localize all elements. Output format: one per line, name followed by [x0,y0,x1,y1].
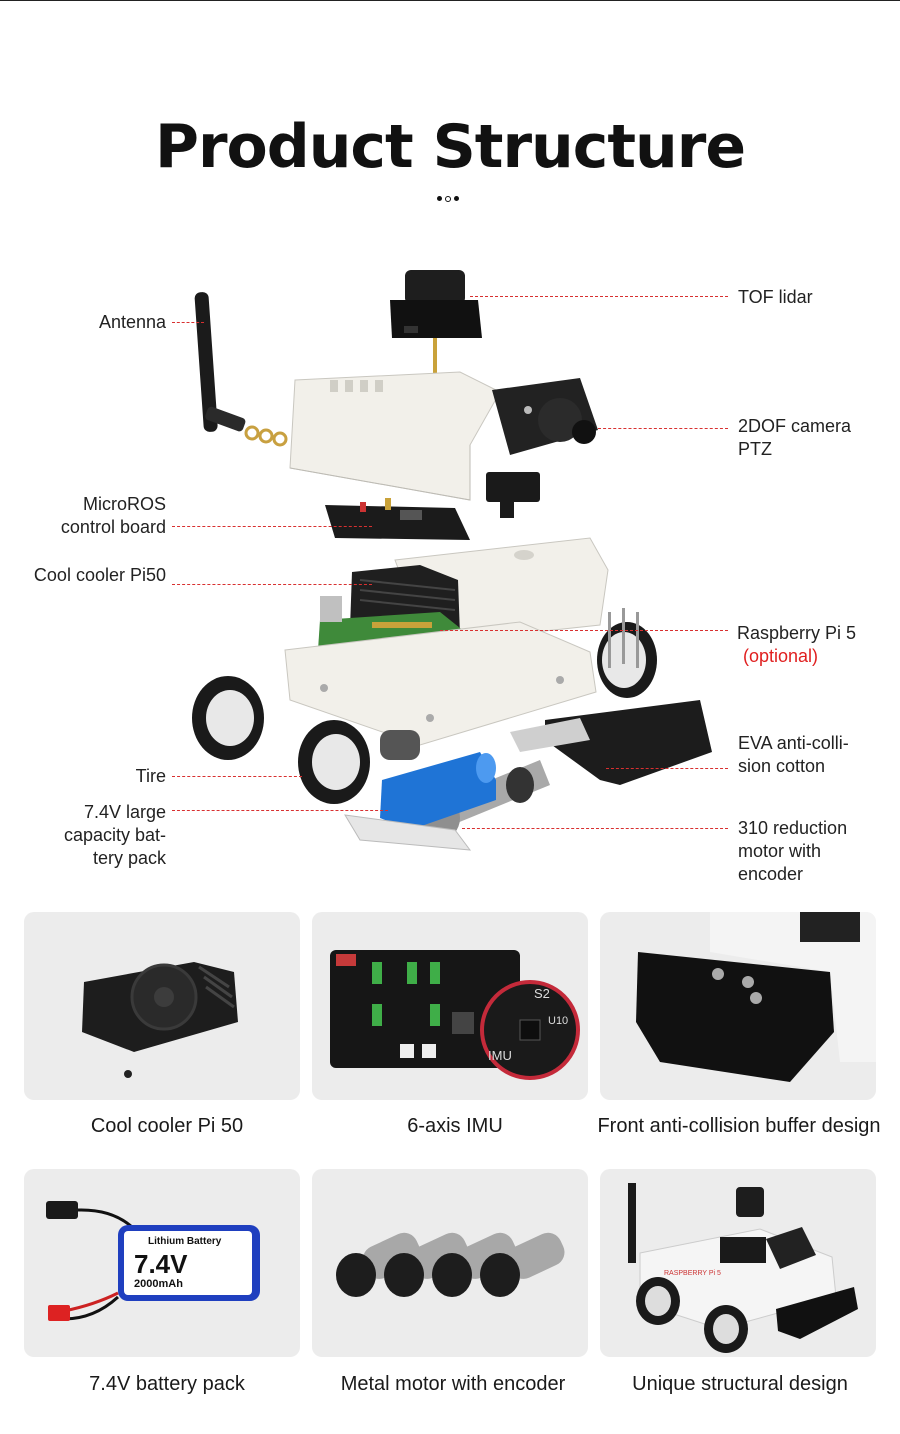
leader-motor [462,828,728,829]
camera-ptz-icon [486,378,598,518]
car-decal: RASPBERRY Pi 5 [664,1270,721,1277]
label-microros: MicroROS control board [20,493,166,539]
label-raspberry-pi: Raspberry Pi 5 (optional) [737,622,892,668]
label-line: 2DOF camera [738,416,852,436]
label-camera-ptz: 2DOF camera PTZ [738,415,888,461]
label-antenna: Antenna [40,311,166,334]
leader-tire [172,776,302,777]
control-board-icon: S2 U10 IMU [330,950,580,1080]
feature-card-bumper [600,912,876,1100]
caption-structure: Unique structural design [632,1373,848,1395]
leader-battery [172,810,388,811]
cooler-fan-icon [82,962,238,1078]
label-text: Antenna [98,312,166,332]
leader-lidar [470,296,728,297]
label-line: capacity bat- [63,825,166,845]
tire-icon [192,608,657,804]
label-line: sion cotton [738,756,826,776]
label-text: TOF lidar [738,287,813,307]
label-line: Raspberry Pi 5 [737,623,857,643]
battery-icon: Lithium Battery 7.4V 2000mAh [46,1201,260,1321]
leader-raspberry [440,630,728,631]
feature-card-structure: RASPBERRY Pi 5 [600,1169,876,1357]
leader-antenna [172,322,204,323]
label-line: tery pack [92,848,166,868]
dot [437,196,442,201]
label-text: Cool cooler Pi50 [33,565,166,585]
leader-microros [172,526,372,527]
top-border-line [0,0,900,1]
label-cooler: Cool cooler Pi50 [10,564,166,587]
label-line: PTZ [738,439,772,459]
lidar-icon [390,270,482,378]
label-line: control board [60,517,166,537]
leader-eva [606,768,728,769]
label-line: MicroROS [82,494,166,514]
leader-camera [598,428,728,429]
label-text: Tire [135,766,166,786]
feature-card-battery: Lithium Battery 7.4V 2000mAh [24,1169,300,1357]
antenna-icon [194,292,288,447]
label-eva: EVA anti-colli- sion cotton [738,732,893,778]
microros-board-icon [325,498,470,540]
caption-motor: Metal motor with encoder [340,1373,566,1395]
label-battery: 7.4V large capacity bat- tery pack [20,801,166,870]
caption-cooler: Cool cooler Pi 50 [90,1115,244,1137]
label-line: encoder [738,864,804,884]
feature-card-cooler [24,912,300,1100]
label-tof-lidar: TOF lidar [738,286,888,309]
label-line: 310 reduction [738,818,848,838]
label-line: 7.4V large [83,802,166,822]
bumper-icon [636,912,876,1082]
title-decoration-dots [437,196,459,204]
eva-bumper-icon [510,700,712,785]
leader-cooler [172,584,372,585]
dot [454,196,459,201]
upper-shell-icon [289,371,501,501]
page-title: Product Structure [154,112,746,182]
exploded-structure-diagram: Antenna TOF lidar 2DOF camera PTZ MicroR… [0,240,900,900]
label-line: motor with [738,841,822,861]
caption-bumper: Front anti-collision buffer design [597,1115,881,1137]
motor-icon [336,1232,565,1297]
battery-pack-icon [380,752,496,830]
caption-imu: 6-axis IMU [407,1115,503,1137]
battery-capacity: 2000mAh [134,1278,183,1290]
label-tire: Tire [60,765,166,788]
lower-chassis-icon [284,621,597,746]
bottom-plate-icon [344,814,472,851]
label-line: EVA anti-colli- [738,733,849,753]
zoom-label-s2: S2 [534,986,550,1001]
label-motor: 310 reduction motor with encoder [738,817,893,886]
robot-exploded-illustration [192,270,712,851]
feature-card-imu: S2 U10 IMU [312,912,588,1100]
zoom-label-u10: U10 [548,1015,568,1027]
zoom-label-imu: IMU [488,1048,512,1063]
label-optional: (optional) [743,646,819,666]
dot-hollow [445,196,451,202]
robot-car-icon: RASPBERRY Pi 5 [628,1183,858,1353]
battery-label: Lithium Battery [148,1236,222,1247]
battery-voltage: 7.4V [134,1249,188,1279]
caption-battery: 7.4V battery pack [89,1373,245,1395]
feature-card-motor [312,1169,588,1357]
